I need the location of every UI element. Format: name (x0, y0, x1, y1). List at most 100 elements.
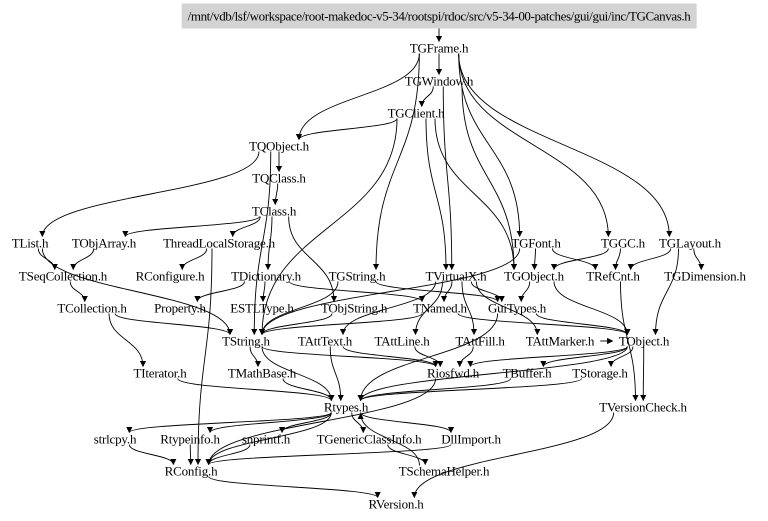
edge-threadlocalstorage-to-rconfig (194, 248, 213, 466)
edge-tgclient-to-tgobject (434, 118, 518, 271)
graph-node-tstring[interactable]: TString.h (222, 333, 270, 349)
graph-node-riosfwd[interactable]: Riosfwd.h (426, 365, 480, 381)
edge-tobjarray-to-tseqcollection (70, 248, 95, 271)
edge-tgstring-to-guitypes (375, 281, 501, 303)
edge-tqobject-to-tlist (39, 151, 260, 238)
graph-node-rconfig[interactable]: RConfig.h (164, 463, 218, 479)
graph-node-property[interactable]: Property.h (154, 300, 206, 316)
edge-tnamed-to-tstring (258, 313, 423, 336)
graph-node-tobjstring[interactable]: TObjString.h (320, 300, 388, 316)
root-node-tgcanvas[interactable]: /mnt/vdb/lsf/workspace/root-makedoc-v5-3… (181, 3, 697, 29)
graph-node-strlcpy[interactable]: strlcpy.h (93, 431, 137, 447)
edge-tgfont-to-trefcnt (551, 248, 599, 271)
edge-tcollection-to-tstring (114, 313, 234, 336)
edge-rtypes-to-rtypeinfo (206, 412, 332, 434)
graph-node-snprintf[interactable]: snprintf.h (241, 431, 291, 447)
edge-tattfill-to-riosfwd (456, 346, 474, 368)
graph-node-tgobject[interactable]: TGObject.h (504, 268, 564, 284)
edge-tatttext-to-riosfwd (342, 346, 439, 368)
edge-tlist-to-tstring (41, 248, 234, 336)
edge-rtypeinfo-to-rconfig (187, 444, 194, 466)
edge-tgclient-to-tvirtualx (425, 118, 450, 271)
graph-node-tqclass[interactable]: TQClass.h (252, 170, 306, 186)
edge-tvirtualx-to-tattfill (461, 281, 478, 336)
edge-tnamed-to-tobject (457, 313, 631, 336)
edge-tgframe-to-tgfont (458, 53, 523, 238)
graph-node-guitypes[interactable]: GuiTypes.h (487, 300, 547, 316)
edge-tvirtualx-to-tatttext (339, 281, 437, 336)
graph-node-tnamed[interactable]: TNamed.h (413, 300, 467, 316)
graph-node-rtypes[interactable]: Rtypes.h (323, 399, 369, 415)
edge-tqclass-to-tclass (272, 183, 279, 206)
edge-tgobject-to-tobject (553, 281, 631, 336)
graph-node-tstorage[interactable]: TStorage.h (572, 365, 628, 381)
graph-node-tclass[interactable]: TClass.h (251, 203, 297, 219)
graph-node-tcollection[interactable]: TCollection.h (57, 300, 127, 316)
graph-node-tversioncheck[interactable]: TVersionCheck.h (599, 399, 687, 415)
graph-node-tattfill[interactable]: TAttFill.h (455, 333, 505, 349)
edge-tgframe-to-tglayout (458, 53, 673, 238)
graph-node-tgwindow[interactable]: TGWindow.h (404, 73, 474, 89)
edge-dllimport-to-rconfig (205, 444, 452, 466)
edge-tcollection-to-titerator (108, 313, 147, 368)
graph-node-rtypeinfo[interactable]: Rtypeinfo.h (160, 431, 220, 447)
edge-tgfont-to-tgobject (531, 248, 538, 271)
graph-node-rversion[interactable]: RVersion.h (368, 496, 424, 512)
edge-rtypes-to-tgenericclassinfo (351, 412, 367, 434)
edge-tdictionary-to-property (194, 281, 245, 303)
edge-tgfont-to-tstring (258, 248, 521, 336)
graph-node-tattline[interactable]: TAttLine.h (374, 333, 430, 349)
edge-tstring-to-rtypes (261, 346, 335, 402)
edge-tglayout-to-tobject (652, 248, 679, 336)
edge-tvirtualx-to-guitypes (470, 281, 505, 303)
edge-tseqcollection-to-tcollection (69, 281, 88, 303)
graph-node-threadlocalstorage[interactable]: ThreadLocalStorage.h (163, 235, 275, 251)
graph-node-tggc[interactable]: TGGC.h (601, 235, 645, 251)
graph-node-tmathbase[interactable]: TMathBase.h (227, 365, 297, 381)
edge-tglayout-to-trefcnt (627, 248, 672, 271)
edge-tgwindow-to-tgobject (461, 86, 518, 271)
edge-tqobject-to-tstring (251, 151, 272, 336)
graph-node-tgstring[interactable]: TGString.h (328, 268, 386, 284)
edge-riosfwd-to-rconfig (205, 378, 437, 466)
edge-tgclient-to-tqobject (295, 118, 398, 141)
graph-node-estltype[interactable]: ESTLType.h (230, 300, 294, 316)
edge-titerator-to-rtypes (177, 378, 335, 402)
graph-node-tobject[interactable]: TObject.h (618, 333, 670, 349)
edge-tobject-to-tbuffer (540, 346, 628, 368)
edge-tgframe-to-tgstring (372, 53, 420, 271)
graph-node-tgframe[interactable]: TGFrame.h (409, 40, 469, 56)
graph-node-tseqcollection[interactable]: TSeqCollection.h (18, 268, 108, 284)
graph-node-tvirtualx[interactable]: TVirtualX.h (425, 268, 487, 284)
graph-node-tgfont[interactable]: TGFont.h (511, 235, 561, 251)
edge-tschemahelper-to-rtypes (357, 412, 420, 466)
graph-node-tbuffer[interactable]: TBuffer.h (502, 365, 552, 381)
graph-node-trefcnt[interactable]: TRefCnt.h (586, 268, 640, 284)
graph-node-dllimport[interactable]: DllImport.h (441, 431, 501, 447)
edge-tdictionary-to-estltype (259, 281, 267, 303)
edge-tversioncheck-to-rversion (411, 412, 615, 499)
edge-tobject-to-riosfwd (467, 346, 628, 368)
graph-node-rconfigure[interactable]: RConfigure.h (135, 268, 205, 284)
graph-node-tgenericclassinfo[interactable]: TGenericClassInfo.h (316, 431, 422, 447)
graph-node-tlist[interactable]: TList.h (11, 235, 49, 251)
edge-tbuffer-to-rtypes (357, 378, 512, 402)
graph-node-tglayout[interactable]: TGLayout.h (659, 235, 721, 251)
graph-node-tdictionary[interactable]: TDictionary.h (231, 268, 301, 284)
graph-node-tattmarker[interactable]: TAttMarker.h (525, 333, 595, 349)
graph-node-tgclient[interactable]: TGClient.h (387, 105, 445, 121)
edge-tclass-to-tobjarray (122, 216, 260, 238)
graph-node-tqobject[interactable]: TQObject.h (249, 138, 309, 154)
edge-rtypes-to-dllimport (360, 412, 455, 434)
graph-node-tatttext[interactable]: TAttText.h (297, 333, 353, 349)
graph-node-tgdimension[interactable]: TGDimension.h (664, 268, 746, 284)
edge-tobjstring-to-tstring (258, 313, 333, 336)
graph-node-tobjarray[interactable]: TObjArray.h (71, 235, 137, 251)
edge-tvirtualx-to-tnamed (440, 281, 453, 303)
edge-threadlocalstorage-to-rconfigure (179, 248, 208, 271)
graph-node-tschemahelper[interactable]: TSchemaHelper.h (398, 463, 490, 479)
edge-rtypes-to-strlcpy (126, 412, 332, 434)
graph-node-titerator[interactable]: TIterator.h (133, 365, 187, 381)
